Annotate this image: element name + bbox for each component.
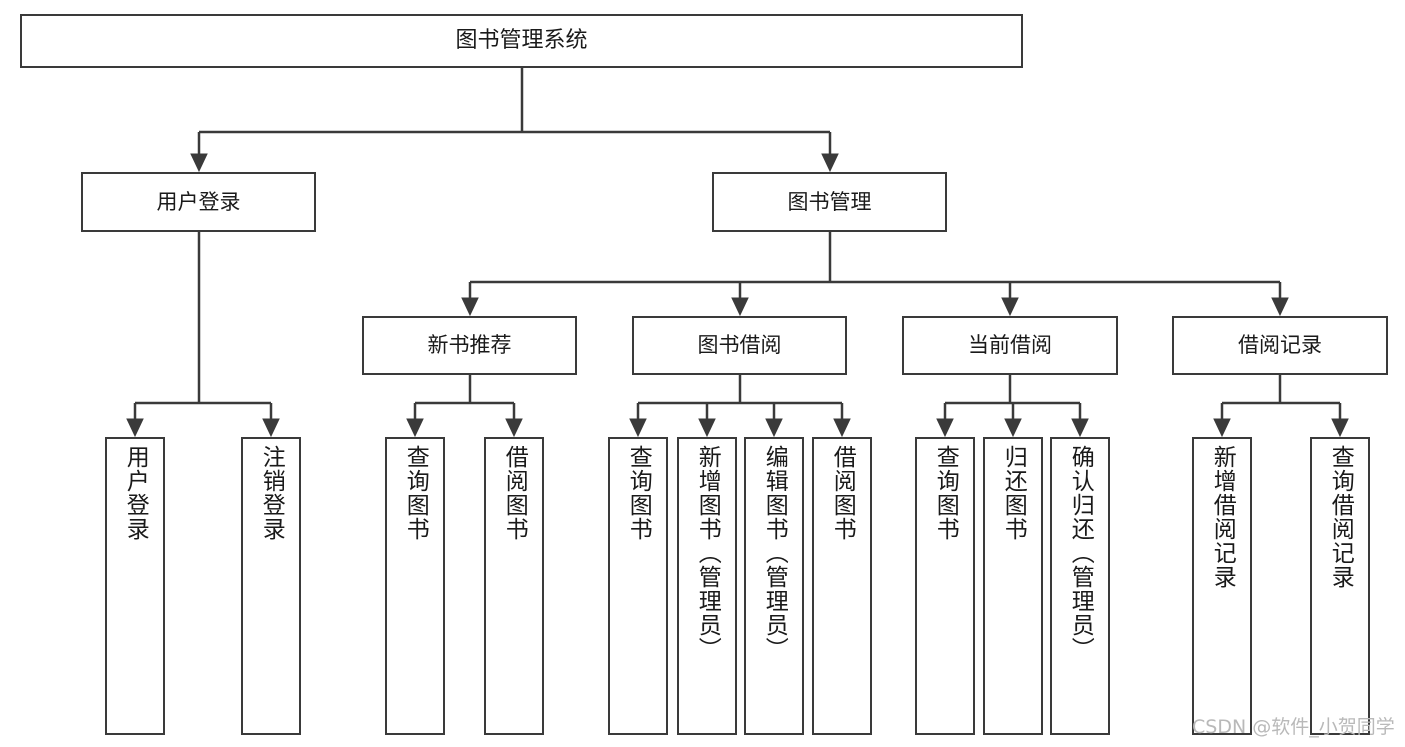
node-label: 借阅图书 — [501, 445, 528, 541]
node-leaf-query-2[interactable]: 查询图书 — [608, 437, 668, 735]
node-label: 查询借阅记录 — [1327, 445, 1354, 589]
node-label: 归还图书 — [1000, 445, 1027, 541]
arrowhead-icon — [1001, 297, 1019, 317]
arrowhead-icon — [821, 153, 839, 173]
node-label: 编辑图书（管理员） — [761, 445, 788, 661]
node-label: 图书管理 — [787, 189, 872, 214]
arrowhead-icon — [406, 418, 424, 438]
arrowhead-icon — [262, 418, 280, 438]
arrowhead-icon — [505, 418, 523, 438]
arrowhead-icon — [936, 418, 954, 438]
node-leaf-query-1[interactable]: 查询图书 — [385, 437, 445, 735]
node-user-login[interactable]: 用户登录 — [81, 172, 316, 232]
arrowhead-icon — [461, 297, 479, 317]
node-label: 当前借阅 — [968, 333, 1052, 358]
node-root[interactable]: 图书管理系统 — [20, 14, 1023, 68]
node-book-manage[interactable]: 图书管理 — [712, 172, 947, 232]
arrowhead-icon — [698, 418, 716, 438]
node-label: 注销登录 — [258, 445, 285, 541]
node-label: 图书管理系统 — [455, 28, 588, 54]
arrowhead-icon — [1213, 418, 1231, 438]
node-label: 查询图书 — [625, 445, 652, 541]
arrowhead-icon — [126, 418, 144, 438]
arrowhead-icon — [833, 418, 851, 438]
node-new-book-rec[interactable]: 新书推荐 — [362, 316, 577, 375]
arrowhead-icon — [731, 297, 749, 317]
arrowhead-icon — [1004, 418, 1022, 438]
arrowhead-icon — [1271, 297, 1289, 317]
node-label: 用户登录 — [122, 445, 149, 541]
arrowhead-icon — [765, 418, 783, 438]
node-borrow-record[interactable]: 借阅记录 — [1172, 316, 1388, 375]
node-label: 新增借阅记录 — [1209, 445, 1236, 589]
node-label: 借阅记录 — [1238, 333, 1322, 358]
arrowhead-icon — [629, 418, 647, 438]
node-label: 借阅图书 — [829, 445, 856, 541]
node-current-borrow[interactable]: 当前借阅 — [902, 316, 1118, 375]
node-leaf-borrow-1[interactable]: 借阅图书 — [484, 437, 544, 735]
node-leaf-add-book[interactable]: 新增图书（管理员） — [677, 437, 737, 735]
node-label: 图书借阅 — [697, 333, 782, 358]
node-label: 新增图书（管理员） — [694, 445, 721, 661]
node-label: 新书推荐 — [427, 333, 512, 358]
node-leaf-user-login[interactable]: 用户登录 — [105, 437, 165, 735]
node-book-borrow[interactable]: 图书借阅 — [632, 316, 847, 375]
node-leaf-add-rec[interactable]: 新增借阅记录 — [1192, 437, 1252, 735]
node-leaf-query-3[interactable]: 查询图书 — [915, 437, 975, 735]
node-label: 查询图书 — [402, 445, 429, 541]
node-leaf-logout[interactable]: 注销登录 — [241, 437, 301, 735]
node-label: 查询图书 — [932, 445, 959, 541]
node-leaf-confirm[interactable]: 确认归还（管理员） — [1050, 437, 1110, 735]
node-label: 确认归还（管理员） — [1067, 445, 1094, 661]
arrowhead-icon — [1071, 418, 1089, 438]
arrowhead-icon — [1331, 418, 1349, 438]
arrowhead-icon — [190, 153, 208, 173]
node-leaf-edit-book[interactable]: 编辑图书（管理员） — [744, 437, 804, 735]
node-leaf-borrow-2[interactable]: 借阅图书 — [812, 437, 872, 735]
node-leaf-query-rec[interactable]: 查询借阅记录 — [1310, 437, 1370, 735]
node-label: 用户登录 — [156, 189, 241, 214]
watermark-text: CSDN @软件_小贺同学 — [1192, 716, 1395, 738]
node-leaf-return[interactable]: 归还图书 — [983, 437, 1043, 735]
